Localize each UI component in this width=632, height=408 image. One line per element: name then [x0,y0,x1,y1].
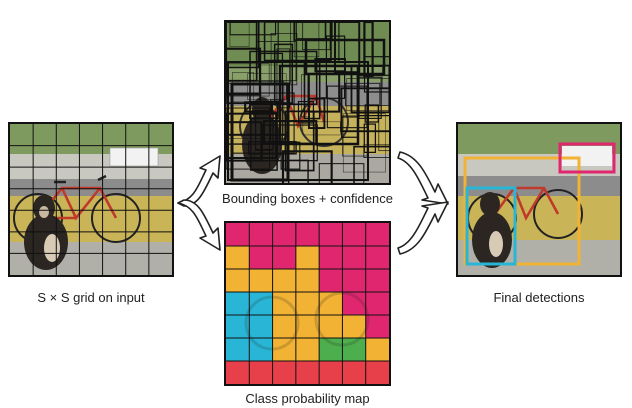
candidate-box [364,104,379,123]
candidate-box [227,61,369,181]
candidate-box [359,66,383,89]
candidate-box [250,111,278,171]
bicycle-detection-box [463,156,581,266]
class-cell-cyan [226,292,250,316]
class-probability-map [226,223,389,384]
final-detections-caption: Final detections [493,290,585,305]
split-arrow [177,155,221,251]
class-cell-red [319,361,343,384]
candidate-box [247,73,287,101]
candidate-box [363,123,377,153]
candidate-box [226,133,286,145]
candidate-box [270,99,283,143]
candidate-box [304,38,386,76]
class-cell-red [342,361,367,384]
class-cell-magenta [342,269,367,293]
candidate-box [280,141,301,170]
class-cell-magenta [272,246,297,270]
class-cell-yellow [319,292,343,316]
class-cell-magenta [272,223,297,247]
class-cell-yellow [295,246,320,270]
class-cell-magenta [319,246,343,270]
class-cell-magenta [295,223,320,247]
class-cell-yellow [319,315,343,339]
class-cell-magenta [342,223,367,247]
class-cell-yellow [272,315,297,339]
candidate-box [249,50,318,105]
candidate-box [326,85,368,129]
grid-input-caption: S × S grid on input [37,290,145,305]
car-detection-box [558,142,616,174]
class-cell-magenta [319,223,343,247]
candidate-box [276,48,291,109]
candidate-box [378,105,389,152]
class-cell-magenta [365,269,389,293]
class-cell-magenta [226,223,250,247]
class-cell-cyan [226,338,250,362]
class-cell-cyan [226,315,250,339]
bounding-boxes-caption: Bounding boxes + confidence [222,191,393,206]
class-cell-red [365,361,389,384]
candidate-box [281,150,333,183]
class-probability-caption: Class probability map [245,391,370,406]
class-cell-magenta [342,292,367,316]
candidate-box [278,64,360,146]
input-grid-lines [10,124,172,275]
class-cell-red [295,361,320,384]
class-cell-red [249,361,274,384]
candidate-bounding-boxes [226,22,389,183]
class-cell-cyan [249,338,274,362]
class-cell-yellow [272,338,297,362]
final-detections-panel [456,122,622,277]
class-cell-yellow [295,315,320,339]
class-cell-yellow [226,246,250,270]
class-cell-green [319,338,343,362]
class-cell-yellow [272,269,297,293]
class-cell-magenta [365,292,389,316]
class-cell-magenta [249,223,274,247]
merge-arrow [397,151,449,255]
class-cell-magenta [365,246,389,270]
candidate-box [353,145,389,183]
candidate-box [226,22,260,69]
class-cell-yellow [295,292,320,316]
class-cell-yellow [272,292,297,316]
candidate-box [334,22,361,74]
candidate-box [302,121,341,136]
class-probability-panel [224,221,391,386]
grid-input-panel [8,122,174,277]
class-cell-yellow [295,338,320,362]
class-cell-cyan [249,292,274,316]
class-cell-magenta [365,315,389,339]
candidate-box [229,22,250,47]
class-cell-cyan [249,315,274,339]
class-cell-yellow [249,269,274,293]
candidate-box [302,22,331,51]
candidate-box [226,121,263,162]
class-cell-yellow [365,338,389,362]
class-cell-red [272,361,297,384]
class-cell-red [226,361,250,384]
bounding-boxes-panel [224,20,391,185]
class-cell-magenta [365,223,389,247]
candidate-box [226,47,262,95]
candidate-box [346,78,389,111]
class-cell-green [342,338,367,362]
candidate-box [318,163,365,183]
class-cell-magenta [319,269,343,293]
class-cell-yellow [342,315,367,339]
candidate-box [363,144,389,158]
class-cell-yellow [226,269,250,293]
bounding-boxes-scene [226,22,389,183]
candidate-box [345,82,381,107]
grid-input-scene [10,124,172,275]
class-cell-magenta [342,246,367,270]
final-detections-scene [458,124,620,275]
class-cell-yellow [295,269,320,293]
candidate-box [273,43,294,104]
class-cell-magenta [249,246,274,270]
dog-detection-box [465,186,517,266]
candidate-box [226,107,270,170]
